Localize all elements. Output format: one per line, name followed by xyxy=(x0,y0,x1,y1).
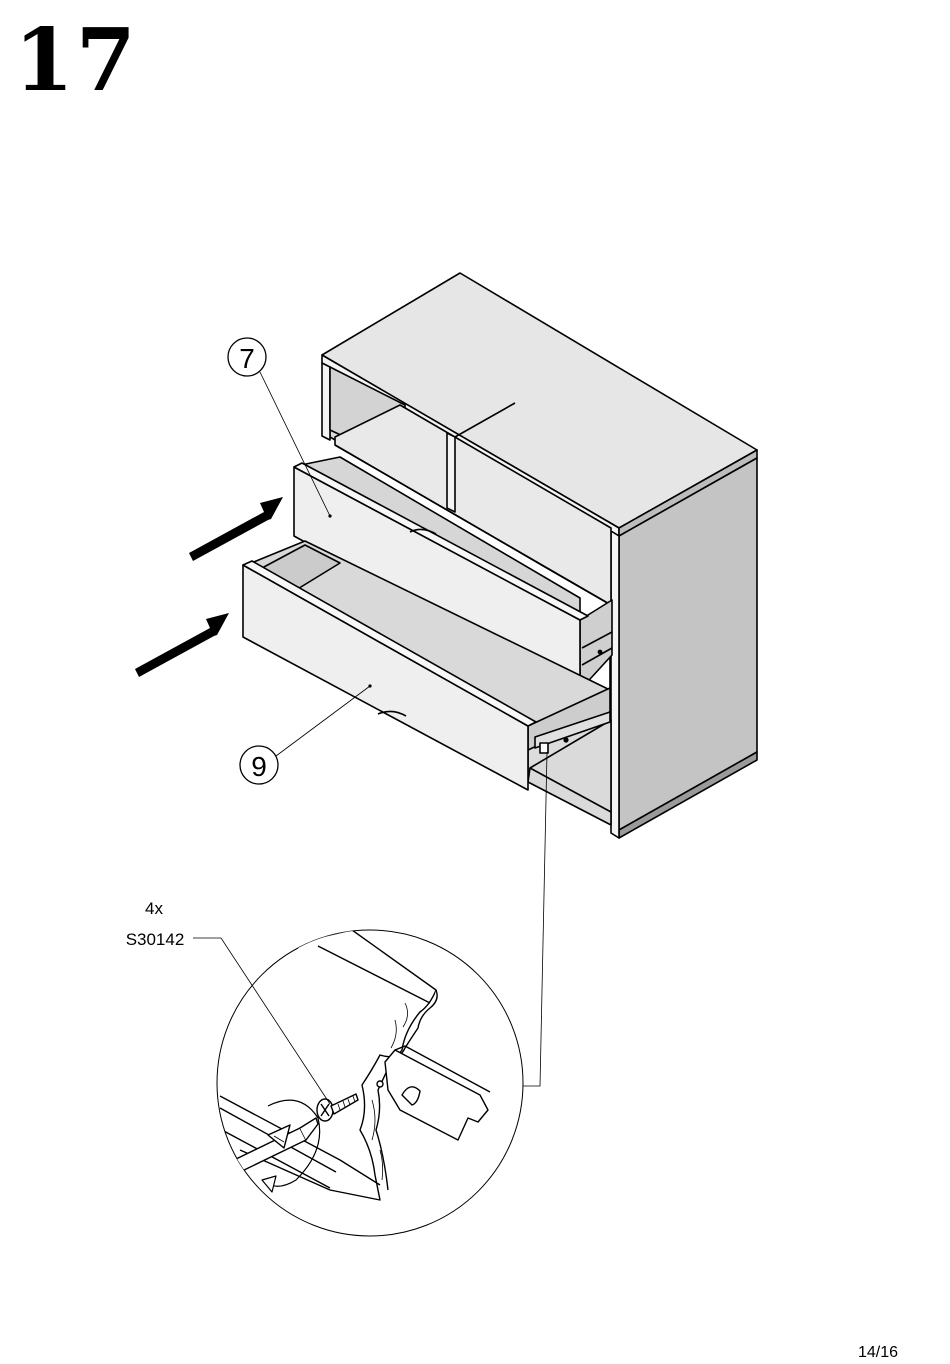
upper-drawer-runner-screw xyxy=(598,650,601,653)
arrow-lower-drawer xyxy=(135,613,229,677)
lower-drawer-runner-screw xyxy=(564,738,568,742)
hardware-quantity: 4x xyxy=(145,899,163,918)
hardware-code: S30142 xyxy=(126,930,185,949)
part-callout-lower: 9 xyxy=(240,684,372,784)
lower-drawer-label: 9 xyxy=(251,751,267,782)
detail-runner-hole xyxy=(377,1081,383,1087)
detail-leader-line xyxy=(521,752,547,1086)
upper-drawer-label: 7 xyxy=(239,343,255,374)
cabinet-left-edge xyxy=(322,363,330,440)
cabinet-right-front-edge xyxy=(611,531,619,838)
page-number: 14/16 xyxy=(858,1345,898,1361)
detail-view xyxy=(217,930,523,1236)
lower-drawer-runner-clip xyxy=(540,743,548,753)
vertical-divider xyxy=(447,433,455,512)
arrow-upper-drawer xyxy=(189,497,283,561)
